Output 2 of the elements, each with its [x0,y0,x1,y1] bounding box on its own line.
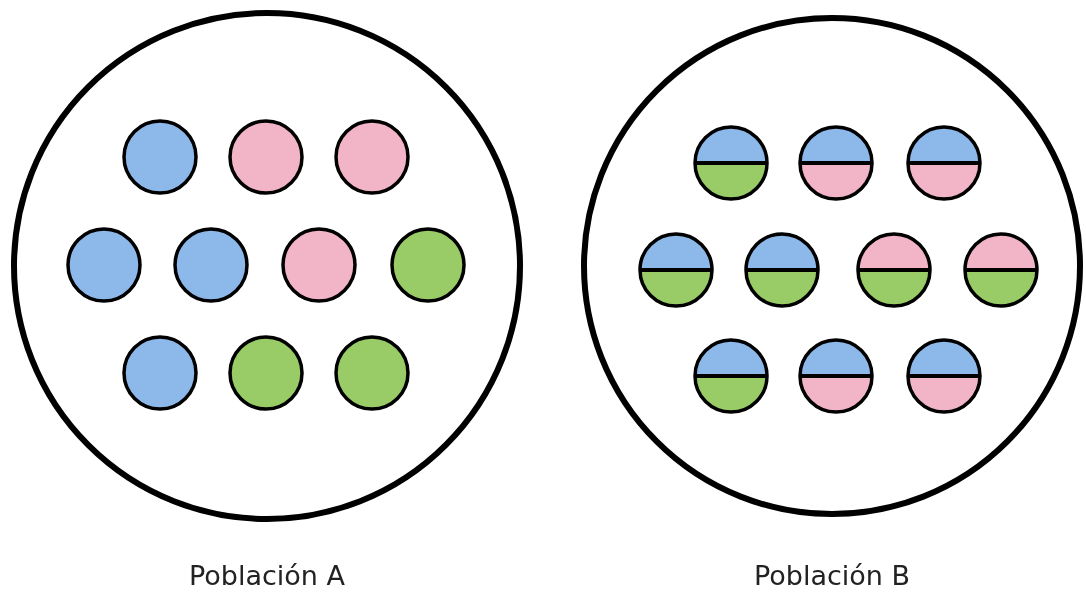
population-label: Población A [187,560,347,591]
population-label: Población B [752,560,912,591]
